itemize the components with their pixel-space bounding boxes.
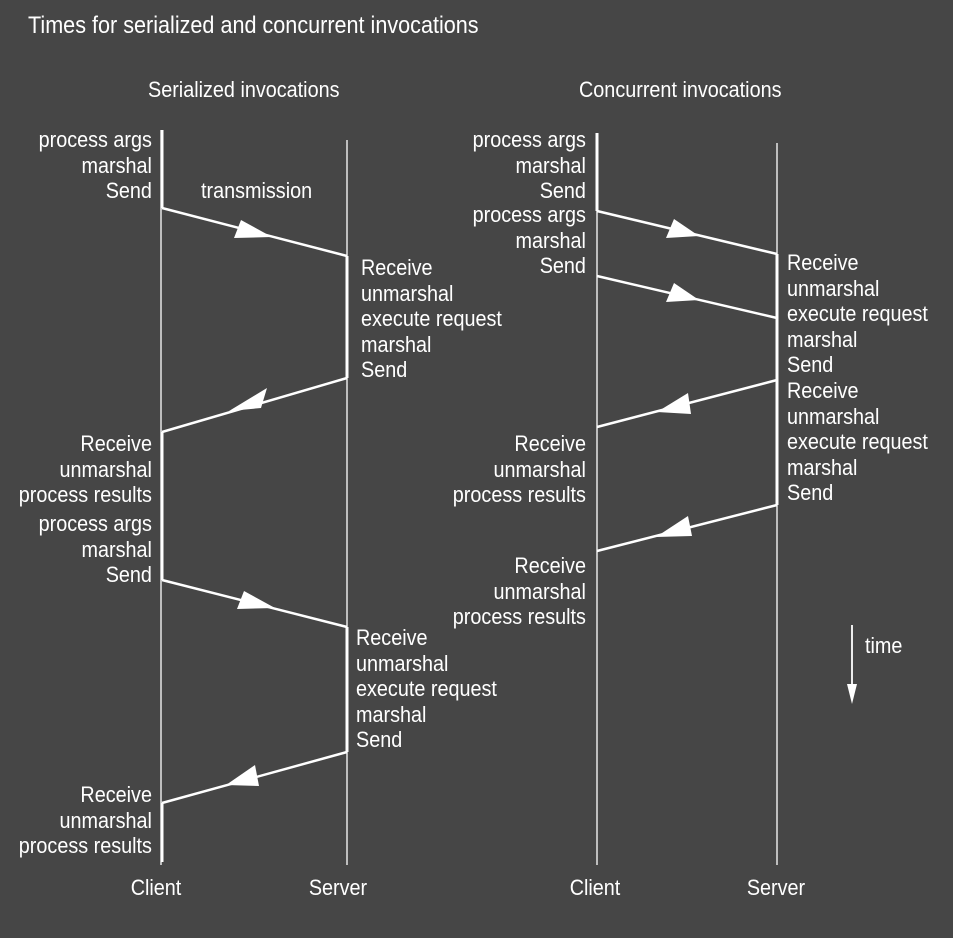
time-label: time xyxy=(865,633,903,658)
block-line: Send xyxy=(539,178,586,203)
concurrent-server-block-2: Receive unmarshal execute request marsha… xyxy=(787,378,928,506)
block-line: Send xyxy=(105,178,152,203)
block-line: process results xyxy=(452,604,586,629)
concurrent-request-1-arrowhead xyxy=(666,219,699,238)
block-line: marshal xyxy=(81,536,152,562)
block-line: Receive xyxy=(361,255,433,280)
serialized-reply-1-arrowhead xyxy=(229,388,267,411)
transmission-label: transmission xyxy=(201,178,313,203)
serialized-heading: Serialized invocations xyxy=(148,77,340,102)
block-line: Send xyxy=(105,562,152,587)
concurrent-client-block-2: process args marshal Send xyxy=(473,202,586,279)
block-line: execute request xyxy=(356,676,497,701)
block-line: marshal xyxy=(787,454,858,480)
concurrent-server-label: Server xyxy=(746,875,806,900)
concurrent-client-block-4: Receive unmarshal process results xyxy=(453,553,586,630)
block-line: process args xyxy=(38,511,152,536)
serialized-server-block-1: Receive unmarshal execute request marsha… xyxy=(361,255,502,383)
block-line: process results xyxy=(18,482,152,507)
block-line: unmarshal xyxy=(493,456,586,482)
block-line: Receive xyxy=(787,250,859,275)
concurrent-reply-1-arrowhead xyxy=(657,393,691,414)
serialized-reply-2-arrowhead xyxy=(226,765,259,786)
block-line: unmarshal xyxy=(787,275,880,301)
block-line: Send xyxy=(356,727,403,752)
concurrent-client-block-3: Receive unmarshal process results xyxy=(453,431,586,508)
block-line: process args xyxy=(38,127,152,152)
block-line: Receive xyxy=(80,782,152,807)
block-line: unmarshal xyxy=(361,280,454,306)
block-line: Send xyxy=(787,352,834,377)
concurrent-request-2-arrowhead xyxy=(666,283,699,302)
block-line: Send xyxy=(787,480,834,505)
block-line: execute request xyxy=(787,429,928,454)
time-arrowhead xyxy=(847,684,857,704)
block-line: marshal xyxy=(787,326,858,352)
block-line: Receive xyxy=(514,553,586,578)
block-line: unmarshal xyxy=(59,807,152,833)
block-line: marshal xyxy=(515,227,586,253)
concurrent-client-label: Client xyxy=(569,875,621,900)
block-line: marshal xyxy=(356,701,427,727)
serialized-client-label: Client xyxy=(130,875,182,900)
block-line: execute request xyxy=(787,301,928,326)
block-line: execute request xyxy=(361,306,502,331)
concurrent-client-block-1: process args marshal Send xyxy=(473,127,586,204)
serialized-client-block-1: process args marshal Send xyxy=(39,127,152,204)
block-line: marshal xyxy=(361,331,432,357)
block-line: Receive xyxy=(514,431,586,456)
block-line: unmarshal xyxy=(59,456,152,482)
serialized-client-block-4: Receive unmarshal process results xyxy=(19,782,152,859)
serialized-server-label: Server xyxy=(308,875,368,900)
block-line: Receive xyxy=(80,431,152,456)
block-line: process results xyxy=(452,482,586,507)
concurrent-heading: Concurrent invocations xyxy=(579,77,782,102)
serialized-server-block-2: Receive unmarshal execute request marsha… xyxy=(356,625,497,753)
block-line: Receive xyxy=(356,625,428,650)
block-line: process results xyxy=(18,833,152,858)
serialized-request-2-arrowhead xyxy=(237,591,275,609)
concurrent-server-block-1: Receive unmarshal execute request marsha… xyxy=(787,250,928,378)
block-line: Receive xyxy=(787,378,859,403)
block-line: unmarshal xyxy=(356,650,449,676)
concurrent-reply-2-arrowhead xyxy=(656,516,692,537)
serialized-client-block-3: process args marshal Send xyxy=(39,511,152,588)
block-line: process args xyxy=(472,202,586,227)
block-line: unmarshal xyxy=(787,403,880,429)
block-line: process args xyxy=(472,127,586,152)
block-line: Send xyxy=(361,357,408,382)
serialized-request-1-arrowhead xyxy=(234,220,272,238)
block-line: Send xyxy=(539,253,586,278)
block-line: unmarshal xyxy=(493,578,586,604)
block-line: marshal xyxy=(81,152,152,178)
serialized-client-block-2: Receive unmarshal process results xyxy=(19,431,152,508)
block-line: marshal xyxy=(515,152,586,178)
diagram-title: Times for serialized and concurrent invo… xyxy=(28,12,479,39)
